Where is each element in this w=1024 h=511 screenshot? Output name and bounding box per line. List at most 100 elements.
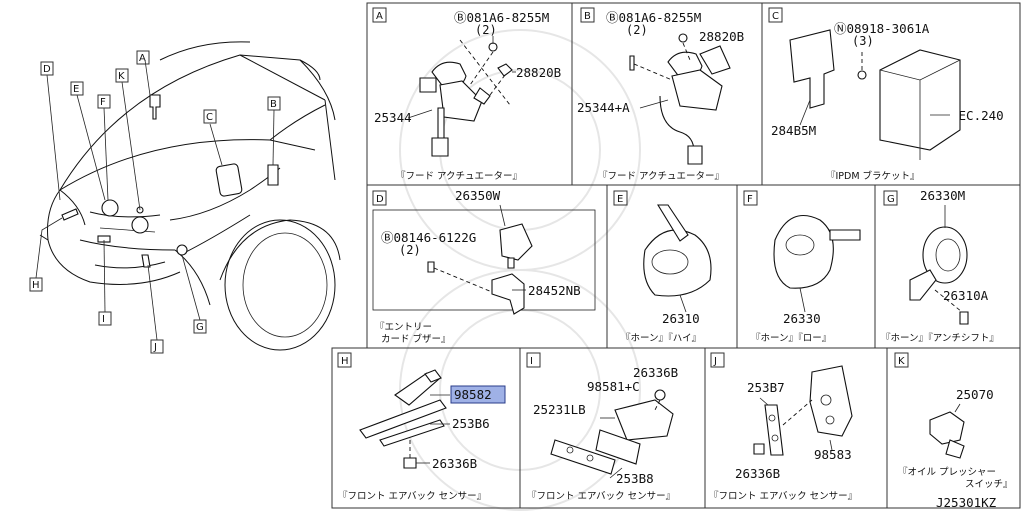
panel-h-caption: 『フロント エアバック センサー』 (338, 491, 486, 502)
svg-text:C: C (206, 112, 213, 123)
part-number: 25070 (956, 387, 994, 402)
part-number: 284B5M (771, 123, 816, 138)
nut (678, 33, 688, 43)
part-quantity: (2) (399, 243, 421, 257)
car-locator (35, 41, 341, 351)
part-number: 26310 (662, 311, 700, 326)
panel-i-label: I (530, 356, 533, 367)
part-quantity: (2) (475, 23, 497, 37)
bolt (629, 55, 635, 71)
buzzer-bracket (491, 273, 525, 315)
panel-f: F 26330 『ホーン』『ロー』 (743, 190, 861, 344)
panel-k-label: K (898, 356, 905, 367)
part-number: 253B8 (616, 471, 654, 486)
panel-b-label: B (584, 11, 591, 22)
bolt (403, 457, 417, 469)
panel-b: B Ⓑ081A6-8255M (2) 28820B 25344+A 『フード ア… (577, 7, 744, 182)
part-number: Ⓝ08918-3061A (834, 21, 930, 36)
part-number: Ⓑ08146-6122G (381, 230, 476, 245)
panel-g: G 26330M 26310A 『ホーン』『アンチシフト』 (881, 188, 999, 344)
svg-text:F: F (100, 97, 106, 108)
panel-j: J 253B7 26336B 98583 『フロント エアバック センサー』 (709, 352, 857, 502)
locator-label-h: H (29, 277, 43, 292)
diagram-id: J25301KZ (936, 495, 997, 510)
panel-frames (331, 2, 1021, 509)
panel-j-caption: 『フロント エアバック センサー』 (709, 491, 857, 502)
bolt (488, 42, 498, 52)
svg-text:J: J (153, 342, 157, 353)
part-number: 26336B (432, 456, 477, 471)
panel-g-label: G (887, 194, 895, 205)
part-number: 25344 (374, 110, 412, 125)
svg-text:H: H (32, 280, 40, 291)
svg-text:A: A (139, 53, 146, 64)
part-number: 28452NB (528, 283, 581, 298)
locator-label-a: A (136, 50, 150, 65)
bolt (959, 311, 969, 325)
horn-low (773, 215, 834, 289)
locator-label-d: D (40, 61, 54, 76)
part-number: 26310A (943, 288, 989, 303)
panel-d-caption-line2: カード ブザー』 (381, 333, 451, 345)
panel-c: C Ⓝ08918-3061A (3) SEC.240 284B5M 『IPDM … (768, 7, 1004, 182)
bolt (427, 261, 435, 273)
locator-label-e: E (70, 81, 84, 96)
airbag-sensor-98581 (614, 399, 674, 441)
panel-a-caption: 『フード アクチュエーター』 (396, 171, 522, 182)
panel-k: K 25070 『オイル プレッシャー スイッチ』 (894, 352, 1013, 490)
ipdm-bracket (789, 29, 835, 109)
panel-k-caption-line2: スイッチ』 (965, 479, 1013, 490)
sensor-bracket (359, 399, 447, 439)
locator-label-j: J (150, 339, 164, 354)
svg-text:D: D (43, 64, 51, 75)
panel-a-label: A (376, 11, 383, 22)
part-quantity: (2) (626, 23, 648, 37)
part-number-highlighted: 98582 (454, 387, 492, 402)
panel-k-caption-line1: 『オイル プレッシャー (898, 467, 996, 478)
part-number: 253B6 (452, 416, 490, 431)
nut (857, 70, 867, 80)
panel-a: A Ⓑ081A6-8255M (2) 28820B 25344 『フード アクチ… (372, 7, 561, 182)
panel-d-caption-line1: 『エントリー (375, 322, 432, 333)
svg-text:E: E (73, 84, 79, 95)
panel-c-label: C (772, 11, 779, 22)
svg-text:B: B (270, 99, 277, 110)
part-number: 253B7 (747, 380, 785, 395)
part-number: 98583 (814, 447, 852, 462)
panel-g-caption: 『ホーン』『アンチシフト』 (881, 333, 999, 344)
panel-e-caption: 『ホーン』『ハイ』 (621, 333, 701, 344)
sensor-bracket (764, 404, 784, 456)
panel-e-label: E (617, 194, 623, 205)
oil-pressure-switch (929, 411, 965, 445)
part-quantity: (3) (852, 34, 874, 48)
locator-label-c: C (203, 109, 217, 124)
part-number: Ⓑ081A6-8255M (606, 10, 701, 25)
panel-h-label: H (341, 356, 349, 367)
part-number: 28820B (699, 29, 744, 44)
panel-i: I 26336B 98581+C 25231LB 253B8 『フロント エアバ… (526, 352, 678, 502)
panel-i-caption: 『フロント エアバック センサー』 (527, 491, 675, 502)
panel-h: H 98582 253B6 26336B 『フロント エアバック センサー』 (337, 352, 506, 502)
panel-e: E 26310 『ホーン』『ハイ』 (613, 190, 712, 344)
svg-text:G: G (196, 322, 204, 333)
nut (497, 63, 513, 77)
locator-labels: A B C D E F K G H I J (29, 50, 281, 354)
nut (753, 443, 765, 455)
part-number: 26336B (735, 466, 780, 481)
part-number: 25231LB (533, 402, 586, 417)
panel-j-label: J (713, 356, 717, 367)
panel-d-label: D (376, 194, 384, 205)
svg-text:I: I (102, 314, 105, 325)
part-number: 26330M (920, 188, 965, 203)
part-number: SEC.240 (951, 108, 1004, 123)
part-number: 28820B (516, 65, 561, 80)
locator-label-k: K (115, 68, 129, 83)
part-number: 26350W (455, 188, 501, 203)
entry-card-buzzer (499, 223, 533, 261)
part-number: 26330 (783, 311, 821, 326)
panel-b-caption: 『フード アクチュエーター』 (598, 171, 724, 182)
part-number: 98581+C (587, 379, 640, 394)
locator-label-g: G (193, 319, 207, 334)
